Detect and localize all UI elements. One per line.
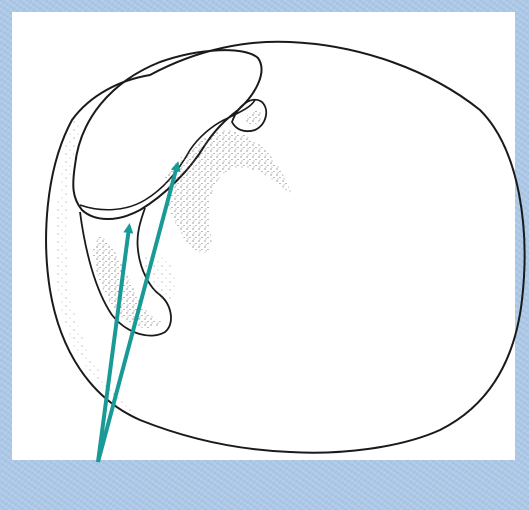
illustration-panel: [12, 12, 515, 460]
